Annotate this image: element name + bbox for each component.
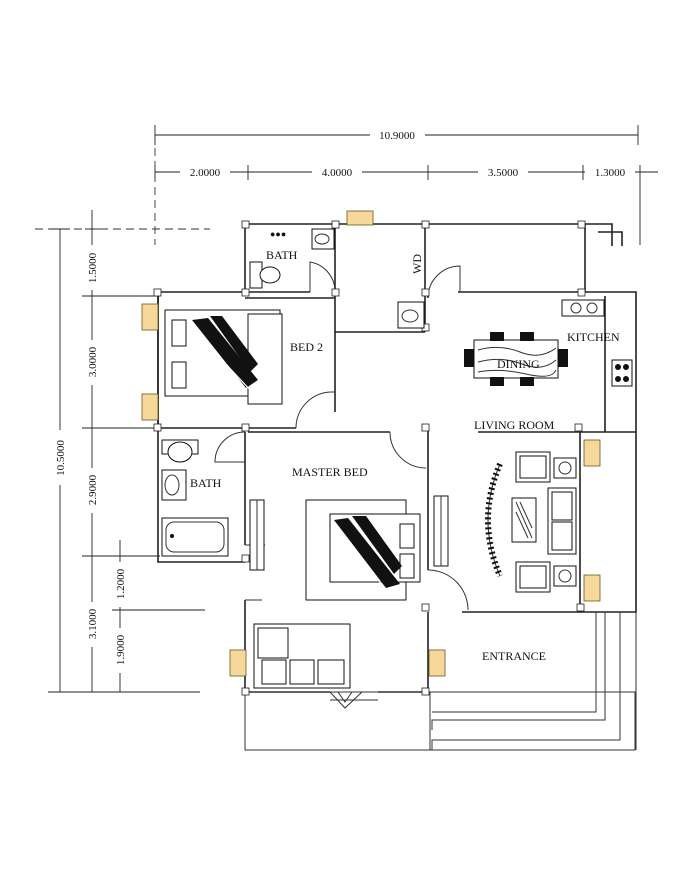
- columns: [153, 220, 586, 696]
- label-dining: DINING: [497, 357, 540, 371]
- dim-segment-4: 1.3000: [595, 167, 626, 179]
- dining-set: [464, 332, 568, 386]
- left-dimensions: 10.5000 1.5000 3.0000 2.9000 3.1000 1.20…: [48, 210, 205, 693]
- label-kitchen: KITCHEN: [567, 330, 620, 344]
- label-bath-top: BATH: [266, 248, 298, 262]
- label-bed-2: BED 2: [290, 340, 323, 354]
- label-wd: WD: [410, 254, 424, 274]
- windows: [141, 210, 601, 677]
- dim-total-height: 10.5000: [55, 440, 67, 476]
- dim-total-width: 10.9000: [379, 130, 415, 142]
- label-bath-left: BATH: [190, 476, 222, 490]
- dim-height-5: 1.2000: [115, 568, 127, 599]
- dim-segment-1: 2.0000: [190, 167, 221, 179]
- label-entrance: ENTRANCE: [482, 649, 546, 663]
- label-master-bed: MASTER BED: [292, 465, 368, 479]
- kitchen-fixtures: [561, 299, 633, 387]
- top-dimensions: 10.9000 2.0000 4.0000 3.5000 1.3000: [35, 125, 658, 245]
- dim-height-2: 3.0000: [87, 346, 99, 377]
- dim-segment-2: 4.0000: [322, 167, 353, 179]
- label-living-room: LIVING ROOM: [474, 418, 555, 432]
- master-bed-furniture: [249, 495, 449, 601]
- svg-text:●●●: ●●●: [270, 229, 286, 239]
- dim-height-6: 1.9000: [115, 634, 127, 665]
- living-room-furniture: [485, 451, 577, 593]
- master-sofa: [253, 623, 351, 689]
- bed-2-furniture: [164, 309, 283, 405]
- walls: [157, 223, 637, 751]
- dim-segment-3: 3.5000: [488, 167, 519, 179]
- dim-height-1: 1.5000: [87, 252, 99, 283]
- dim-height-4: 3.1000: [87, 608, 99, 639]
- dim-height-3: 2.9000: [87, 474, 99, 505]
- bath-fixtures: ●●●: [161, 228, 425, 557]
- room-labels: BATH WD BED 2 DINING KITCHEN LIVING ROOM…: [190, 248, 620, 663]
